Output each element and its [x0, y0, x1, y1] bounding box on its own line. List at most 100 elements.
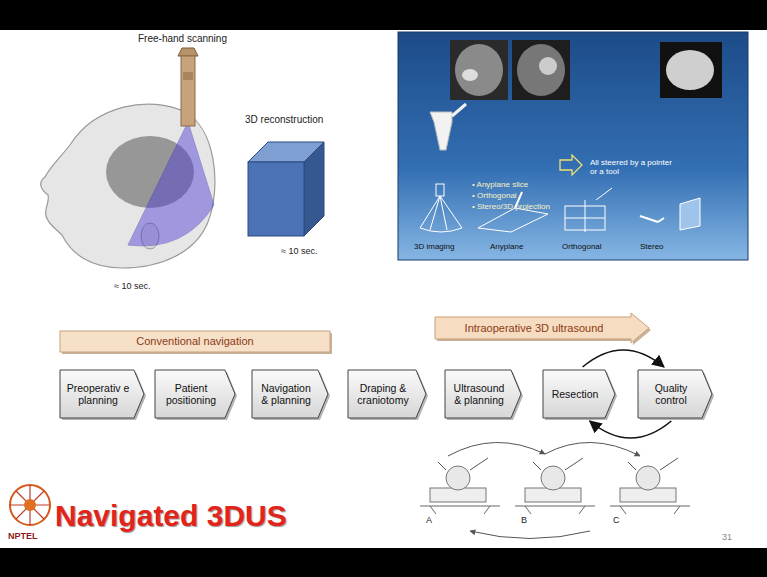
instrument — [628, 458, 678, 470]
node-text-group: Preoperativ e planning — [65, 382, 131, 406]
loop-arrow — [583, 350, 664, 367]
node-text: Ultrasound & planning — [450, 382, 508, 406]
patient-head — [541, 466, 565, 490]
slide-label: • Orthogonal — [472, 191, 517, 200]
process-chevron: Navigation & planning — [252, 370, 328, 418]
cube-front — [248, 162, 304, 236]
node-text: Intraoperative 3D ultrasound — [443, 322, 625, 335]
slide-label: Free-hand scanning — [138, 33, 227, 45]
slide-label: ≈ 10 sec. — [114, 281, 150, 291]
slide-label: C — [613, 515, 620, 525]
tool-icon — [430, 112, 452, 150]
or-scene — [420, 458, 500, 514]
node-text-group: Intraoperative 3D ultrasound — [443, 322, 625, 335]
logo-wheel — [10, 485, 50, 525]
phase-band: Intraoperative 3D ultrasound — [435, 313, 649, 343]
fan-wire — [420, 196, 462, 232]
plane-wire — [478, 208, 548, 232]
node-text: Resection — [548, 388, 602, 400]
slide-label: All steered by a pointer or a tool — [590, 158, 674, 176]
process-chevron: Quality control — [638, 370, 712, 418]
probe-handle — [178, 48, 198, 56]
slide-label: Orthogonal — [562, 242, 602, 251]
ultrasound-image — [512, 40, 570, 100]
node-text-group: Navigation & planning — [257, 382, 315, 406]
or-scene — [515, 458, 595, 514]
slide-label: 3D imaging — [414, 242, 454, 251]
head-outline — [41, 104, 215, 268]
mri-lesion — [462, 69, 478, 81]
table — [420, 506, 500, 514]
node-text: Draping & craniotomy — [353, 382, 413, 406]
chevron-shape — [252, 370, 328, 418]
ultrasound-fan — [128, 122, 214, 246]
slide-label: ≈ 10 sec. — [281, 246, 317, 256]
band-shape — [60, 331, 330, 352]
render-image — [660, 42, 722, 98]
slide-title: Navigated 3DUS — [55, 499, 287, 534]
chevron-shape — [638, 370, 712, 418]
slide-label: A — [426, 515, 432, 525]
chevron-shape — [155, 370, 235, 418]
node-text-group: Draping & craniotomy — [353, 382, 413, 406]
slide-label: 3D reconstruction — [245, 114, 323, 126]
process-chevron: Resection — [543, 370, 615, 418]
mri-brain — [455, 44, 503, 96]
node-text-group: Ultrasound & planning — [450, 382, 508, 406]
visualization-panel — [398, 32, 748, 260]
process-chevron: Patient positioning — [155, 370, 235, 418]
logo-hub — [24, 499, 36, 511]
node-text-group: Quality control — [643, 382, 699, 406]
chevron-shape — [348, 370, 426, 418]
orthogonal-planes — [565, 188, 612, 232]
ultrasound-probe — [181, 56, 195, 126]
3d-render — [666, 50, 714, 90]
table — [515, 506, 595, 514]
chevron-shape — [60, 370, 144, 418]
node-text: Patient positioning — [160, 382, 222, 406]
chevron-shape — [543, 370, 615, 418]
logo-spokes — [10, 485, 50, 525]
workflow-arc — [470, 531, 590, 539]
instrument — [438, 458, 488, 470]
tool-arm — [452, 104, 466, 116]
slide-label: NPTEL — [8, 531, 38, 541]
process-chevron: Draping & craniotomy — [348, 370, 426, 418]
slide-label: Anyplane — [490, 242, 523, 251]
node-text: Quality control — [643, 382, 699, 406]
workflow-arc — [545, 442, 640, 456]
node-text: Navigation & planning — [257, 382, 315, 406]
node-text-group: Conventional navigation — [66, 335, 324, 348]
workflow-arc — [448, 442, 545, 456]
node-text-group: Patient positioning — [160, 382, 222, 406]
patient-head — [446, 466, 470, 490]
double-arrow — [560, 155, 582, 175]
patient-head — [636, 466, 660, 490]
slide-label: 31 — [722, 532, 732, 542]
probe-grip — [183, 72, 193, 80]
slide-label: • Anyplane slice — [472, 180, 528, 189]
stereo-screen — [680, 198, 700, 230]
process-chevron: Ultrasound & planning — [445, 370, 521, 418]
node-text: Conventional navigation — [66, 335, 324, 348]
cube-side — [304, 142, 324, 236]
slide-label: Stereo — [640, 242, 664, 251]
arrow-band-shape — [435, 313, 649, 343]
slide-label: • Stereo/3D projection — [472, 202, 550, 211]
phase-band: Conventional navigation — [60, 331, 330, 352]
loop-arrow — [590, 421, 672, 438]
us-brain — [517, 44, 565, 96]
slide-label: B — [521, 515, 527, 525]
node-text-group: Resection — [548, 388, 602, 400]
chevron-shape — [445, 370, 521, 418]
us-lesion — [539, 57, 557, 75]
instrument — [533, 458, 583, 470]
table — [610, 506, 690, 514]
slide-background — [0, 30, 767, 548]
probe-wire — [436, 184, 444, 196]
mri-image — [450, 40, 508, 100]
or-scene — [610, 458, 690, 514]
process-chevron: Preoperativ e planning — [60, 370, 144, 418]
